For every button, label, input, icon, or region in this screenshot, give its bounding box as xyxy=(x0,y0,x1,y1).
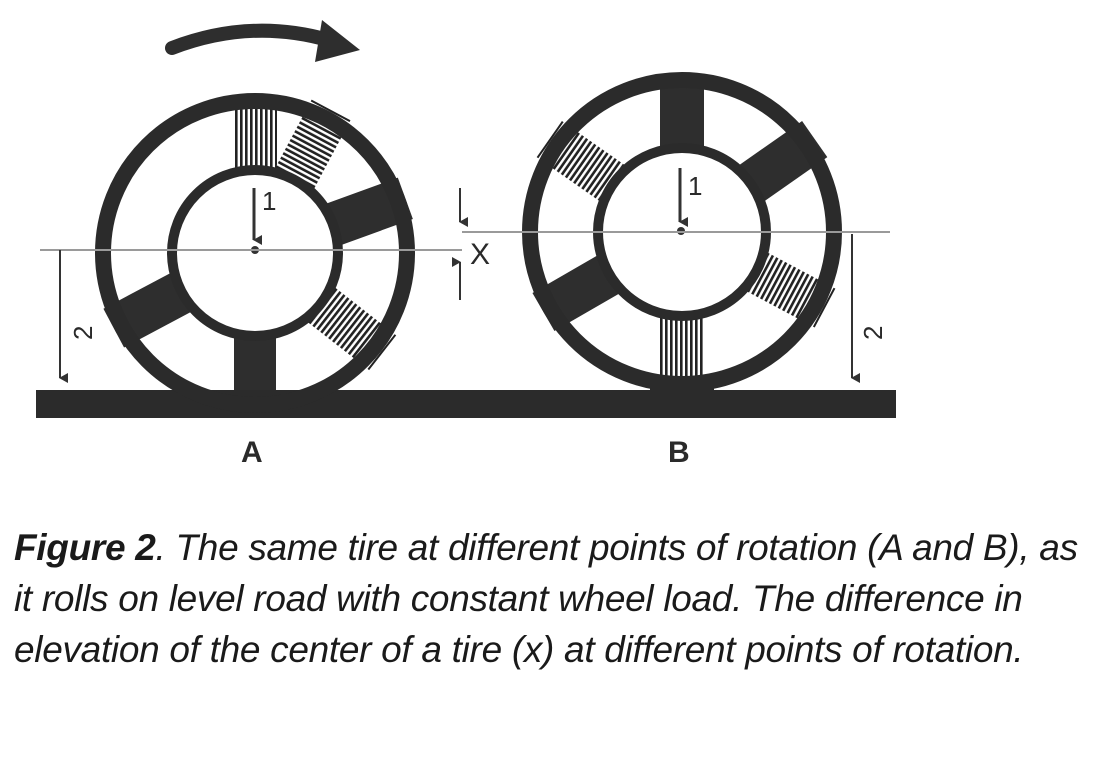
rotation-arrow xyxy=(165,20,360,62)
wheel-b: 1 xyxy=(522,72,842,394)
spring-bottom-b xyxy=(660,312,704,382)
tire-outer-a xyxy=(95,93,415,413)
wheel-a: 1 xyxy=(95,93,415,413)
caption-figure-number: Figure 2 xyxy=(14,527,156,568)
marker-1-a: 1 xyxy=(262,186,276,216)
marker-2-b: 2 xyxy=(858,326,888,340)
figure-caption: Figure 2. The same tire at different poi… xyxy=(14,522,1084,675)
label-a: A xyxy=(241,436,263,469)
road xyxy=(36,390,896,418)
marker-1-b: 1 xyxy=(688,171,702,201)
caption-text: . The same tire at different points of r… xyxy=(14,527,1078,670)
tire-rotation-diagram: 1 1 2 2 X A B xyxy=(36,20,896,469)
label-b: B xyxy=(668,436,690,469)
marker-x: X xyxy=(470,238,490,271)
marker-2-a: 2 xyxy=(68,326,98,340)
